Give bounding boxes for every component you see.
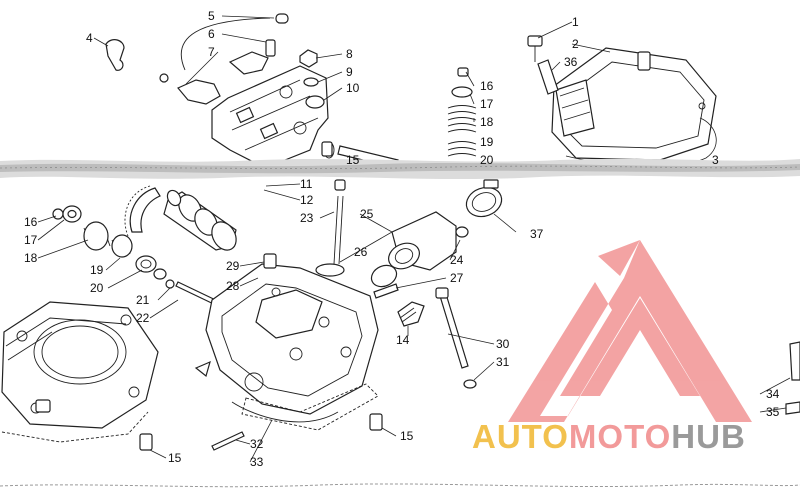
- torn-break-band: [0, 158, 800, 180]
- callout-28: 28: [226, 279, 240, 293]
- callout-16-upper: 16: [480, 79, 494, 93]
- callout-5: 5: [208, 9, 215, 23]
- callout-12: 12: [300, 193, 314, 207]
- callout-22: 22: [136, 311, 150, 325]
- callout-3: 3: [712, 153, 719, 167]
- hose-clamp: [465, 179, 503, 218]
- callout-23: 23: [300, 211, 314, 225]
- small-fasteners-top: [105, 39, 333, 157]
- callout-31: 31: [496, 355, 510, 369]
- automotohub-wordmark: AUTOMOTOHUB: [472, 418, 746, 456]
- callout-36: 36: [564, 55, 578, 69]
- callout-17-upper: 17: [480, 97, 494, 111]
- studs-and-bolts: [139, 283, 477, 451]
- timing-sprocket: [124, 185, 161, 237]
- callout-29: 29: [226, 259, 240, 273]
- callout-17-lower: 17: [24, 233, 38, 247]
- callout-35: 35: [766, 405, 780, 419]
- wordmark-auto: AUTO: [472, 418, 569, 455]
- callout-32: 32: [250, 437, 264, 451]
- callout-20-lower: 20: [90, 281, 104, 295]
- callout-19-lower: 19: [90, 263, 104, 277]
- callout-15-right: 15: [400, 429, 414, 443]
- callout-20-upper: 20: [480, 153, 494, 167]
- callout-4: 4: [86, 31, 93, 45]
- callout-14: 14: [396, 333, 410, 347]
- callout-34: 34: [766, 387, 780, 401]
- camshaft: [163, 189, 237, 251]
- callout-11: 11: [300, 177, 313, 191]
- callout-2: 2: [572, 37, 579, 51]
- spark-plug: [397, 301, 425, 327]
- callout-10: 10: [346, 81, 360, 95]
- callout-15-upper: 15: [346, 153, 360, 167]
- callout-1: 1: [572, 15, 579, 29]
- leader-lines: [37, 15, 791, 463]
- callout-33: 33: [250, 455, 264, 469]
- valve-spring-stack-upper: [447, 67, 477, 157]
- valve-spring-stack-left: [52, 205, 167, 280]
- cylinder-head: [194, 253, 379, 423]
- callout-37: 37: [530, 227, 544, 241]
- callout-18-lower: 18: [24, 251, 38, 265]
- callout-26: 26: [354, 245, 368, 259]
- callout-21: 21: [136, 293, 150, 307]
- callout-8: 8: [346, 47, 353, 61]
- callout-24: 24: [450, 253, 464, 267]
- wordmark-hub: HUB: [671, 418, 746, 455]
- wordmark-moto: MOTO: [568, 418, 672, 455]
- intake-boot: [370, 211, 469, 288]
- callout-7: 7: [208, 45, 215, 59]
- rocker-arm: [177, 13, 289, 105]
- callout-9: 9: [346, 65, 353, 79]
- right-edge-parts: [785, 341, 800, 415]
- head-gasket: [241, 383, 379, 431]
- callout-15-left: 15: [168, 451, 182, 465]
- callout-18-upper: 18: [480, 115, 494, 129]
- cylinder-block: [1, 301, 159, 443]
- callout-25: 25: [360, 207, 374, 221]
- callout-labels: 4 5 6 7 8 9 10 15 16 17 18 19 20 1 2 36 …: [24, 9, 780, 469]
- callout-30: 30: [496, 337, 510, 351]
- callout-6: 6: [208, 27, 215, 41]
- bottom-torn-edge: [0, 483, 800, 488]
- valve-cover: [527, 35, 717, 167]
- callout-19-upper: 19: [480, 135, 494, 149]
- automotohub-logo-mark: [508, 240, 752, 422]
- callout-16-lower: 16: [24, 215, 38, 229]
- callout-27: 27: [450, 271, 464, 285]
